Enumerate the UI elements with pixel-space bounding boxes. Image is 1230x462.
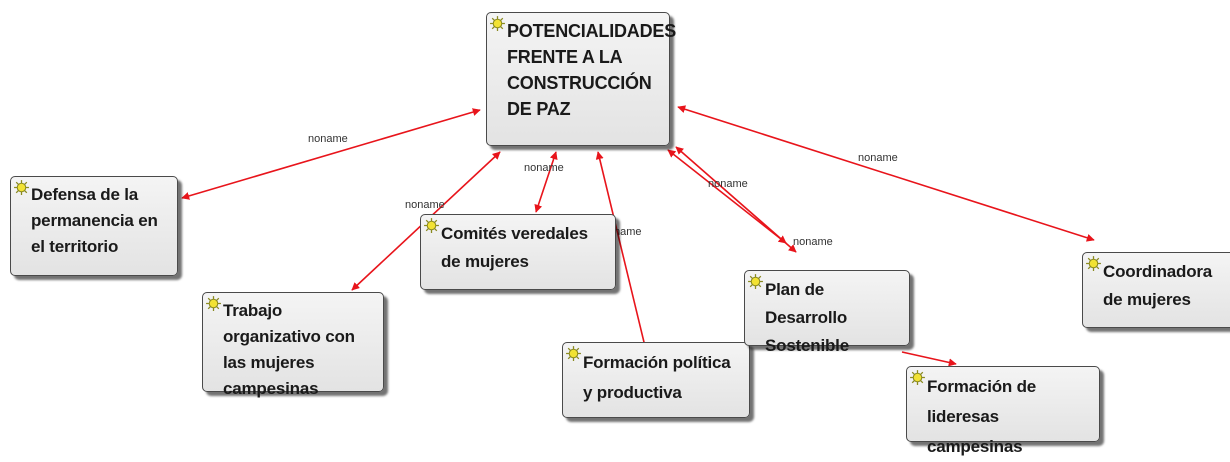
node-label: Formación política y productiva [583,353,731,402]
node-comites[interactable]: Comités veredales de mujeres [420,214,616,290]
edge-label-coordinadora: noname [858,152,898,164]
node-trabajo[interactable]: Trabajo organizativo con las mujeres cam… [202,292,384,398]
node-label: Plan de Desarrollo Sostenible [765,280,849,355]
concept-icon [490,16,505,31]
node-center[interactable]: POTENCIALIDADES FRENTE A LA CONSTRUCCIÓN… [486,12,677,146]
edge-label-plan-a: noname [708,178,748,190]
edge-label-comites: noname [524,162,564,174]
concept-icon [566,346,581,361]
concept-icon [206,296,221,311]
edge-label-formacion-politica: name [614,226,642,238]
node-label: POTENCIALIDADES FRENTE A LA CONSTRUCCIÓN… [507,21,677,119]
node-liderazgo[interactable]: Formación de lideresas campesinas [906,366,1100,456]
edge-layer [181,105,1095,368]
concept-icon [910,370,925,385]
node-formacion-politica[interactable]: Formación política y productiva [562,342,750,418]
node-label: Defensa de la permanencia en el territor… [31,185,158,256]
edge-liderazgo [901,351,957,367]
node-label: Trabajo organizativo con las mujeres cam… [223,301,355,398]
edge-label-plan-b: noname [793,236,833,248]
edge-label-defensa: noname [308,133,348,145]
edge-comites [534,151,558,213]
edge-label-trabajo: noname [405,199,445,211]
concept-icon [1086,256,1101,271]
concept-icon [424,218,439,233]
node-defensa[interactable]: Defensa de la permanencia en el territor… [10,176,178,276]
node-label: Coordinadora de mujeres [1103,262,1213,309]
edge-plan-a [667,149,787,244]
edge-plan-b [675,146,797,253]
node-label: Formación de lideresas campesinas [927,377,1037,456]
edge-formacion-politica [595,151,653,368]
node-plan[interactable]: Plan de Desarrollo Sostenible [744,270,910,355]
node-label: Comités veredales de mujeres [441,224,588,271]
concept-icon [14,180,29,195]
edge-defensa [181,108,481,200]
edge-coordinadora [677,105,1095,242]
concept-icon [748,274,763,289]
node-coordinadora[interactable]: Coordinadora de mujeres [1082,252,1230,328]
